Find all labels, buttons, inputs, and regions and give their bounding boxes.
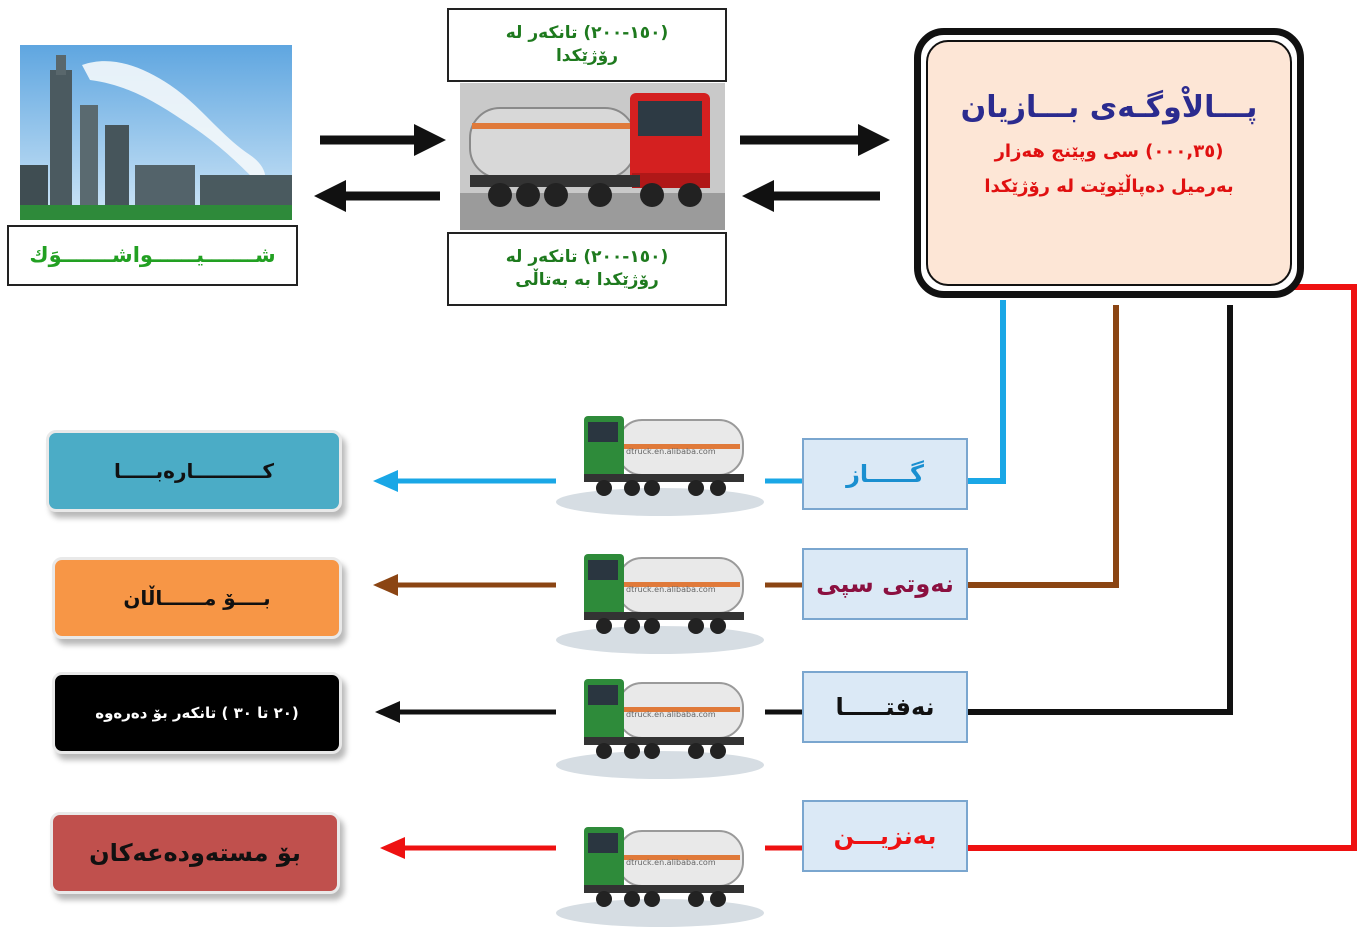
truck-watermark: dtruck.en.alibaba.com bbox=[626, 585, 716, 594]
bazian-capacity-line2: بەرمیل دەپاڵێوێت لە رۆژێكدا bbox=[984, 176, 1234, 197]
truck-watermark: dtruck.en.alibaba.com bbox=[626, 710, 716, 719]
destination-electricity: كــــــــــارەبـــــا bbox=[46, 430, 342, 512]
destination-export: (۲۰ تا ۳۰ ) تانكەر بۆ دەرەوە bbox=[52, 672, 342, 754]
tanker-daily-label: (۲۰۰-۱٥۰) تانكەر لە رۆژێكدا bbox=[447, 8, 727, 82]
tanker-daily-line1: (۲۰۰-۱٥۰) تانكەر لە bbox=[505, 23, 669, 44]
green-tanker-photo-kerosene: dtruck.en.alibaba.com bbox=[556, 540, 765, 656]
tanker-daily-line2: رۆژێكدا bbox=[555, 46, 619, 66]
tanker-empty-line1: (۲۰۰-۱٥۰) تانكەر لە bbox=[505, 247, 669, 268]
arrow-to-source bbox=[314, 180, 440, 212]
destination-homes: بــــۆ مــــــاڵان bbox=[52, 557, 342, 639]
gas-line bbox=[968, 300, 1006, 484]
product-kerosene: نەوتی سپی bbox=[802, 548, 968, 620]
green-tanker-photo-naphtha: dtruck.en.alibaba.com bbox=[556, 665, 765, 781]
product-naphtha: نەفتـــــا bbox=[802, 671, 968, 743]
benzine-line bbox=[968, 284, 1357, 851]
bazian-capacity-line1: (۳٥,۰۰۰) سی وپێنج هەزار bbox=[994, 141, 1224, 162]
arrow-to-refinery bbox=[740, 124, 890, 156]
tanker-empty-label: (۲۰۰-۱٥۰) تانكەر لە رۆژێكدا بە بەتاڵی bbox=[447, 232, 727, 306]
red-tanker-photo bbox=[460, 83, 725, 230]
benzine-arrowhead bbox=[380, 837, 405, 859]
destination-depots: بۆ مستەودەعەكان bbox=[50, 812, 340, 894]
green-tanker-photo-gas: dtruck.en.alibaba.com bbox=[556, 402, 765, 518]
truck-watermark: dtruck.en.alibaba.com bbox=[626, 858, 716, 867]
green-tanker-photo-benzine: dtruck.en.alibaba.com bbox=[556, 813, 765, 929]
arrow-to-tanker bbox=[320, 124, 446, 156]
kerosene-arrowhead bbox=[373, 574, 398, 596]
source-refinery-photo bbox=[20, 45, 292, 220]
naphtha-arrowhead bbox=[375, 701, 400, 723]
product-gas: گـــــاز bbox=[802, 438, 968, 510]
truck-watermark: dtruck.en.alibaba.com bbox=[626, 447, 716, 456]
product-benzine: بەنزیـــن bbox=[802, 800, 968, 872]
bazian-refinery-title: پـــالاْوگـەی بـــازیان bbox=[960, 90, 1258, 125]
gas-arrowhead bbox=[373, 470, 398, 492]
naphtha-line bbox=[968, 305, 1233, 715]
kerosene-line bbox=[968, 305, 1119, 588]
arrow-from-refinery bbox=[742, 180, 880, 212]
bazian-refinery-box: پـــالاْوگـەی بـــازیان (۳٥,۰۰۰) سی وپێن… bbox=[914, 28, 1304, 298]
tanker-empty-line2: رۆژێكدا بە بەتاڵی bbox=[515, 270, 659, 290]
source-refinery-label: شـــــــيــــــواشـــــــوَك bbox=[7, 225, 298, 286]
